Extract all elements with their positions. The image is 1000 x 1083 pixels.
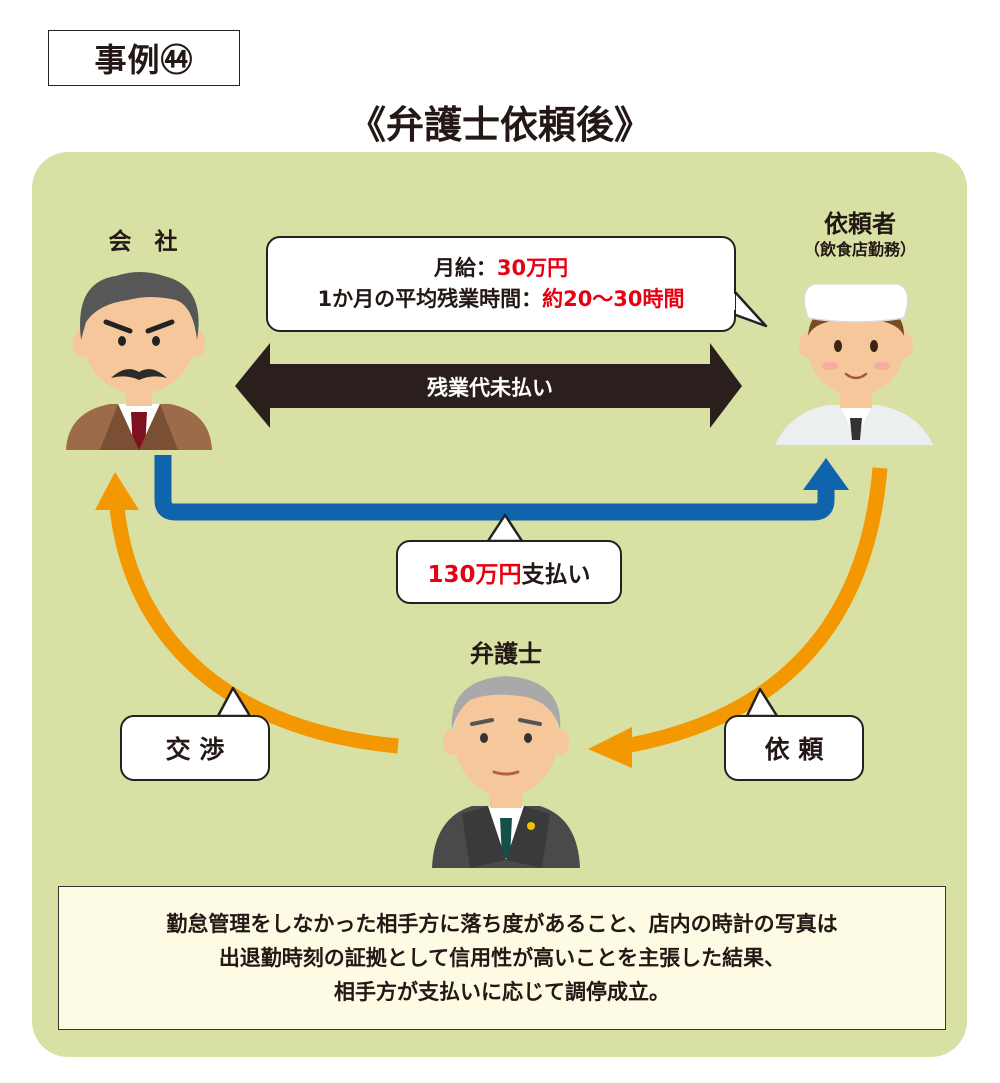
request-arrow xyxy=(623,467,888,754)
info-bubble: 月給：30万円 1か月の平均残業時間：約20〜30時間 xyxy=(266,236,736,332)
overtime-label: 1か月の平均残業時間： xyxy=(317,287,543,311)
request-bubble: 依 頼 xyxy=(724,715,864,781)
case-label: 事例㊹ xyxy=(48,30,240,86)
overtime-value: 約20〜30時間 xyxy=(542,287,685,311)
client-label: 依頼者 xyxy=(824,210,896,238)
summary-line-2: 出退勤時刻の証拠として信用性が高いことを主張した結果、 xyxy=(218,945,786,970)
client-sublabel: （飲食店勤務） xyxy=(803,240,916,259)
summary-box: 勤怠管理をしなかった相手方に落ち度があること、店内の時計の写真は 出退勤時刻の証… xyxy=(58,886,946,1030)
negotiation-bubble: 交 渉 xyxy=(120,715,270,781)
company-president-illustration xyxy=(66,272,212,450)
salary-line: 月給：30万円 xyxy=(434,253,568,285)
summary-line-3: 相手方が支払いに応じて調停成立。 xyxy=(334,980,670,1004)
overtime-line: 1か月の平均残業時間：約20〜30時間 xyxy=(317,284,684,316)
summary-line-1: 勤怠管理をしなかった相手方に落ち度があること、店内の時計の写真は xyxy=(166,911,838,936)
negotiation-arrowhead xyxy=(95,472,139,510)
company-label: 会 社 xyxy=(108,229,178,255)
dispute-arrow-label: 残業代未払い xyxy=(427,376,553,400)
page-title: 《弁護士依頼後》 xyxy=(347,103,652,147)
salary-value: 30万円 xyxy=(496,255,569,280)
payment-amount: 130万円 xyxy=(427,562,522,588)
payment-text: 支払い xyxy=(521,562,591,588)
payment-arrowhead xyxy=(803,458,849,490)
request-arrowhead xyxy=(588,727,632,768)
dispute-arrow xyxy=(235,343,742,428)
client-chef-illustration xyxy=(775,283,933,445)
lawyer-label: 弁護士 xyxy=(470,640,542,668)
info-bubble-tail-mask xyxy=(723,294,735,310)
lawyer-illustration xyxy=(432,676,580,868)
negotiation-arrow xyxy=(109,507,399,754)
payment-bubble: 130万円支払い xyxy=(396,540,622,604)
salary-label: 月給： xyxy=(433,255,497,280)
payment-arrow xyxy=(154,455,835,521)
